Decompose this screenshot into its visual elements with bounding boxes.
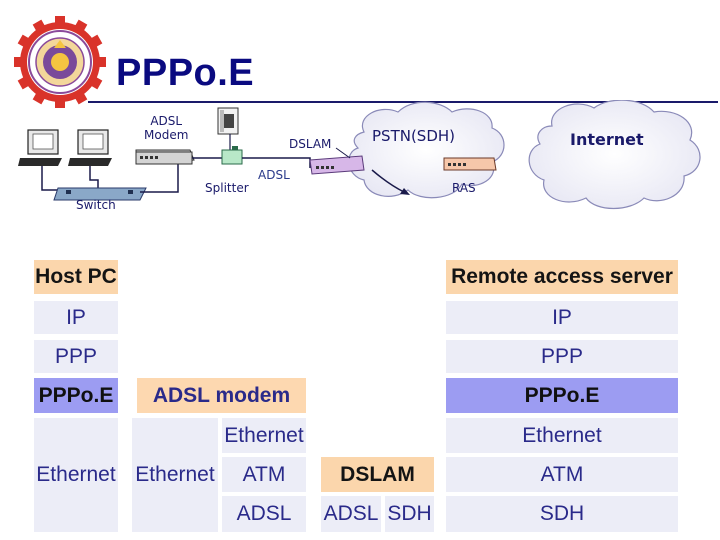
dslam-header: DSLAM xyxy=(321,457,434,492)
internet-label: Internet xyxy=(570,130,644,149)
dslam-label: DSLAM xyxy=(289,137,332,151)
adsl-modem-atm: ATM xyxy=(222,457,306,492)
telephone-icon xyxy=(217,107,239,135)
university-seal-logo xyxy=(14,16,106,108)
dslam-icon xyxy=(309,155,365,175)
title-underline xyxy=(88,101,718,103)
dslam-sdh: SDH xyxy=(385,496,434,532)
adsl-line-label: ADSL xyxy=(258,168,290,182)
adsl-modem-ethernet-left: Ethernet xyxy=(132,418,218,532)
splitter-icon xyxy=(221,146,243,165)
adsl-modem-ethernet-right: Ethernet xyxy=(222,418,306,453)
ras-ppp: PPP xyxy=(446,340,678,373)
ras-atm: ATM xyxy=(446,457,678,492)
dslam-adsl: ADSL xyxy=(321,496,381,532)
switch-label: Switch xyxy=(76,198,116,212)
pstn-label: PSTN(SDH) xyxy=(372,127,456,145)
network-diagram xyxy=(18,100,701,209)
host-pc-header: Host PC xyxy=(34,260,118,294)
page-title: PPPo.E xyxy=(116,52,255,94)
adsl-modem-icon xyxy=(135,149,195,165)
host-pc-ppp: PPP xyxy=(34,340,118,373)
host-pc-ethernet: Ethernet xyxy=(34,418,118,532)
ras-icon xyxy=(443,157,497,171)
ras-ip: IP xyxy=(446,301,678,334)
ras-header: Remote access server xyxy=(446,260,678,294)
ras-label: RAS xyxy=(452,181,476,195)
internet-cloud xyxy=(528,100,701,209)
pstn-cloud xyxy=(348,101,505,199)
adsl-modem-adsl: ADSL xyxy=(222,496,306,532)
host-pc-ip: IP xyxy=(34,301,118,334)
adsl-modem-header: ADSL modem xyxy=(137,378,306,413)
adsl-modem-label: ADSL Modem xyxy=(144,114,189,142)
ras-sdh: SDH xyxy=(446,496,678,532)
pc-icon-2 xyxy=(68,129,112,166)
ras-pppoe: PPPo.E xyxy=(446,378,678,413)
ras-ethernet: Ethernet xyxy=(446,418,678,453)
switch-icon xyxy=(53,187,147,201)
host-pc-pppoe: PPPo.E xyxy=(34,378,118,413)
splitter-label: Splitter xyxy=(205,181,249,195)
pc-icon-1 xyxy=(18,129,62,166)
